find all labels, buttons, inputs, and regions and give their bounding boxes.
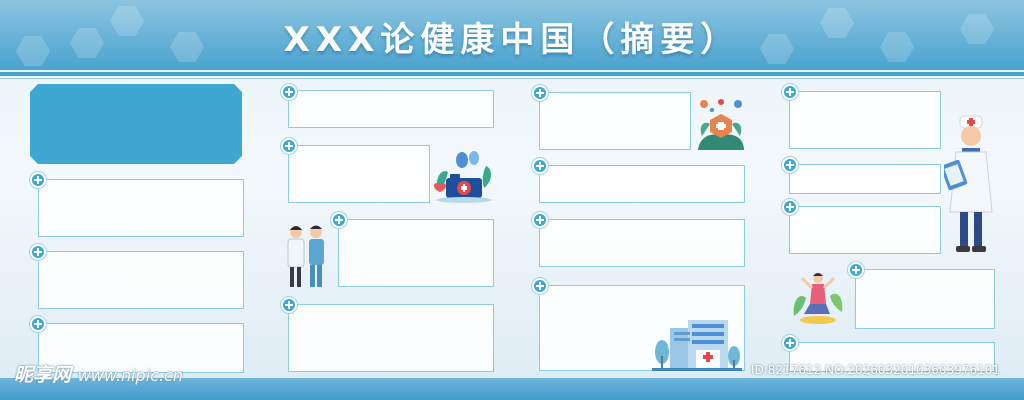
- footer-band: [0, 378, 1024, 400]
- medical-plants-icon: [698, 99, 744, 150]
- hexagon-decoration: [960, 14, 994, 44]
- plus-icon[interactable]: [30, 244, 46, 260]
- plus-icon[interactable]: [848, 262, 864, 278]
- header-stripe: [0, 72, 1024, 76]
- hexagon-decoration: [760, 34, 794, 64]
- plus-icon[interactable]: [532, 85, 548, 101]
- hexagon-decoration: [880, 32, 914, 62]
- hospital-building-icon: [652, 320, 742, 371]
- content-box: [789, 342, 995, 372]
- plus-icon[interactable]: [281, 138, 297, 154]
- content-box: [38, 179, 244, 237]
- content-box: [539, 92, 691, 150]
- plus-icon[interactable]: [782, 84, 798, 100]
- watermark-site: 昵享网: [14, 364, 72, 386]
- watermark: 昵享网 www.nipic.cn: [14, 360, 183, 387]
- doctor-with-clipboard-icon: [944, 115, 993, 252]
- hexagon-decoration: [170, 32, 204, 62]
- image-id-label: ID:8217612 NO:20260320103603976101: [750, 363, 1000, 377]
- plus-icon[interactable]: [532, 278, 548, 294]
- content-box: [789, 206, 941, 254]
- content-box: [288, 145, 430, 203]
- yoga-person-icon: [793, 273, 843, 324]
- content-box: [789, 164, 941, 194]
- medical-kit-icon: [434, 151, 492, 203]
- content-box: [539, 219, 745, 267]
- content-box: [338, 219, 494, 287]
- plus-icon[interactable]: [30, 316, 46, 332]
- hexagon-decoration: [820, 8, 854, 38]
- intro-panel: [30, 84, 242, 164]
- doctors-icon: [287, 225, 324, 287]
- plus-icon[interactable]: [281, 297, 297, 313]
- plus-icon[interactable]: [331, 212, 347, 228]
- plus-icon[interactable]: [782, 157, 798, 173]
- plus-icon[interactable]: [532, 158, 548, 174]
- page-title: XXX论健康中国（摘要）: [283, 20, 741, 60]
- plus-icon[interactable]: [782, 335, 798, 351]
- content-box: [855, 269, 995, 329]
- content-box: [38, 323, 244, 373]
- plus-icon[interactable]: [782, 199, 798, 215]
- content-box: [38, 251, 244, 309]
- content-box: [288, 90, 494, 128]
- header-stripe-thin: [0, 78, 1024, 79]
- content-box: [288, 304, 494, 372]
- plus-icon[interactable]: [281, 84, 297, 100]
- watermark-url: www.nipic.cn: [77, 366, 183, 385]
- content-box: [539, 165, 745, 203]
- plus-icon[interactable]: [30, 172, 46, 188]
- content-box: [789, 91, 941, 149]
- header-band: XXX论健康中国（摘要）: [0, 0, 1024, 70]
- plus-icon[interactable]: [532, 212, 548, 228]
